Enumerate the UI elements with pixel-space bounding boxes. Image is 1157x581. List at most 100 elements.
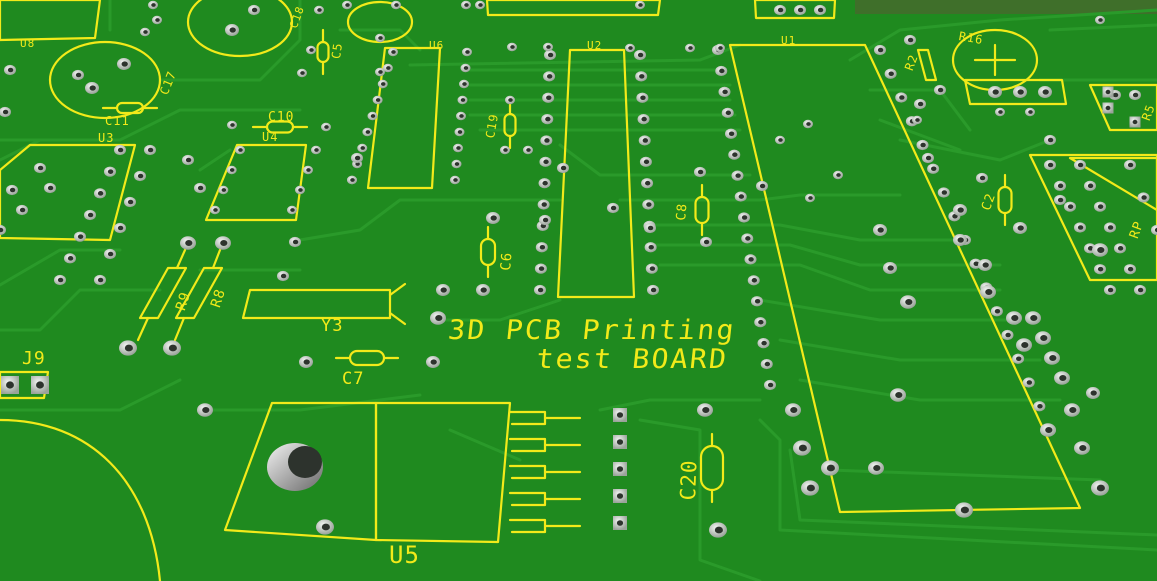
copper-trace bbox=[448, 428, 522, 462]
resistor-r2-body bbox=[916, 48, 938, 82]
pad-hole bbox=[508, 98, 513, 102]
copper-trace bbox=[798, 378, 1062, 402]
pad-hole bbox=[526, 148, 531, 152]
pad-hole bbox=[1067, 204, 1074, 209]
pad-hole bbox=[1097, 204, 1104, 209]
pad-hole bbox=[365, 130, 371, 134]
pad-hole bbox=[546, 45, 551, 49]
pad-hole bbox=[117, 147, 124, 153]
pad-hole bbox=[478, 3, 483, 7]
pad-hole bbox=[539, 244, 546, 250]
pad-hole bbox=[646, 202, 652, 207]
pad-hole bbox=[798, 444, 807, 452]
pad-hole bbox=[360, 146, 365, 150]
resistor-r8-lead bbox=[173, 316, 186, 342]
pad-hole bbox=[1107, 225, 1114, 230]
pad-hole bbox=[937, 87, 944, 93]
pad-hole bbox=[97, 277, 104, 283]
ic-u4-outline bbox=[204, 143, 308, 222]
pad-hole bbox=[697, 169, 704, 175]
pad-hole bbox=[1077, 162, 1084, 168]
header-top-outline bbox=[485, 0, 662, 17]
pad-hole bbox=[238, 148, 243, 152]
pad-hole bbox=[560, 165, 567, 171]
pad-hole bbox=[143, 30, 148, 34]
header-rp-inner-outline bbox=[1068, 156, 1157, 212]
pad-hole bbox=[1017, 225, 1024, 231]
pad-hole bbox=[1047, 162, 1054, 168]
pad-hole bbox=[545, 116, 551, 122]
copper-trace bbox=[0, 288, 162, 332]
pad-hole bbox=[905, 298, 913, 306]
pad-hole bbox=[703, 239, 710, 245]
copper-trace bbox=[0, 138, 42, 162]
pad-hole bbox=[1049, 354, 1057, 362]
pad-hole bbox=[610, 205, 617, 211]
label-c6: C6 bbox=[498, 251, 516, 272]
pad-hole bbox=[722, 89, 728, 95]
regulator-u5-body bbox=[374, 401, 512, 544]
pad-hole bbox=[480, 287, 487, 293]
pad-hole bbox=[36, 381, 44, 389]
pad-hole bbox=[741, 215, 748, 220]
pad-hole bbox=[877, 47, 884, 53]
pad-hole bbox=[350, 178, 355, 182]
copper-trace bbox=[408, 43, 742, 67]
copper-trace bbox=[758, 298, 1022, 322]
pad-hole bbox=[960, 506, 969, 514]
pad-hole bbox=[378, 70, 383, 74]
pad-hole bbox=[1096, 484, 1105, 492]
ic-u6-outline bbox=[366, 46, 442, 190]
pad-hole bbox=[7, 67, 14, 73]
pad-hole bbox=[541, 202, 547, 207]
regulator-u5-mounting-hole-bore bbox=[288, 446, 322, 478]
label-c20: C20 bbox=[676, 459, 702, 501]
pad-hole bbox=[952, 213, 958, 219]
pad-hole bbox=[124, 344, 133, 352]
pad-hole bbox=[185, 239, 193, 247]
pad-hole bbox=[87, 212, 94, 218]
pad-hole bbox=[714, 526, 723, 534]
copper-trace bbox=[598, 398, 762, 412]
pad-hole bbox=[616, 439, 624, 445]
pad-hole bbox=[19, 207, 26, 213]
pad-hole bbox=[754, 298, 761, 304]
pad-hole bbox=[920, 142, 926, 148]
large-cap-outline bbox=[0, 418, 162, 581]
pad-hole bbox=[1037, 403, 1043, 409]
r16-cross bbox=[973, 43, 1017, 77]
pad-hole bbox=[280, 273, 287, 279]
pad-hole bbox=[1021, 341, 1029, 349]
pad-hole bbox=[309, 48, 314, 52]
pad-hole bbox=[725, 110, 732, 116]
pad-hole bbox=[197, 185, 204, 191]
pad-hole bbox=[381, 82, 386, 86]
pad-hole bbox=[638, 3, 643, 7]
pad-hole bbox=[121, 61, 128, 67]
label-u3: U3 bbox=[98, 131, 115, 145]
pad-hole bbox=[1137, 287, 1144, 293]
pad-hole bbox=[1132, 119, 1138, 125]
pad-hole bbox=[1040, 334, 1048, 342]
copper-trace bbox=[778, 338, 1042, 362]
header-j9-outline bbox=[0, 370, 50, 400]
copper-trace bbox=[878, 118, 962, 152]
pad-hole bbox=[2, 109, 9, 115]
copper-trace bbox=[158, 0, 302, 82]
pad-hole bbox=[430, 359, 437, 365]
pad-hole bbox=[97, 191, 104, 196]
pad-hole bbox=[979, 175, 986, 181]
pad-hole bbox=[543, 159, 549, 165]
ic-u3-outline bbox=[0, 143, 137, 242]
pad-hole bbox=[117, 225, 124, 231]
pad-hole bbox=[1127, 162, 1134, 168]
pad-hole bbox=[202, 406, 210, 414]
pad-hole bbox=[941, 190, 948, 195]
pad-hole bbox=[1030, 314, 1038, 322]
label-u4: U4 bbox=[262, 130, 279, 144]
pad-hole bbox=[229, 27, 236, 33]
pad-hole bbox=[637, 52, 644, 58]
pad-hole bbox=[546, 74, 553, 79]
copper-trace bbox=[298, 198, 562, 242]
